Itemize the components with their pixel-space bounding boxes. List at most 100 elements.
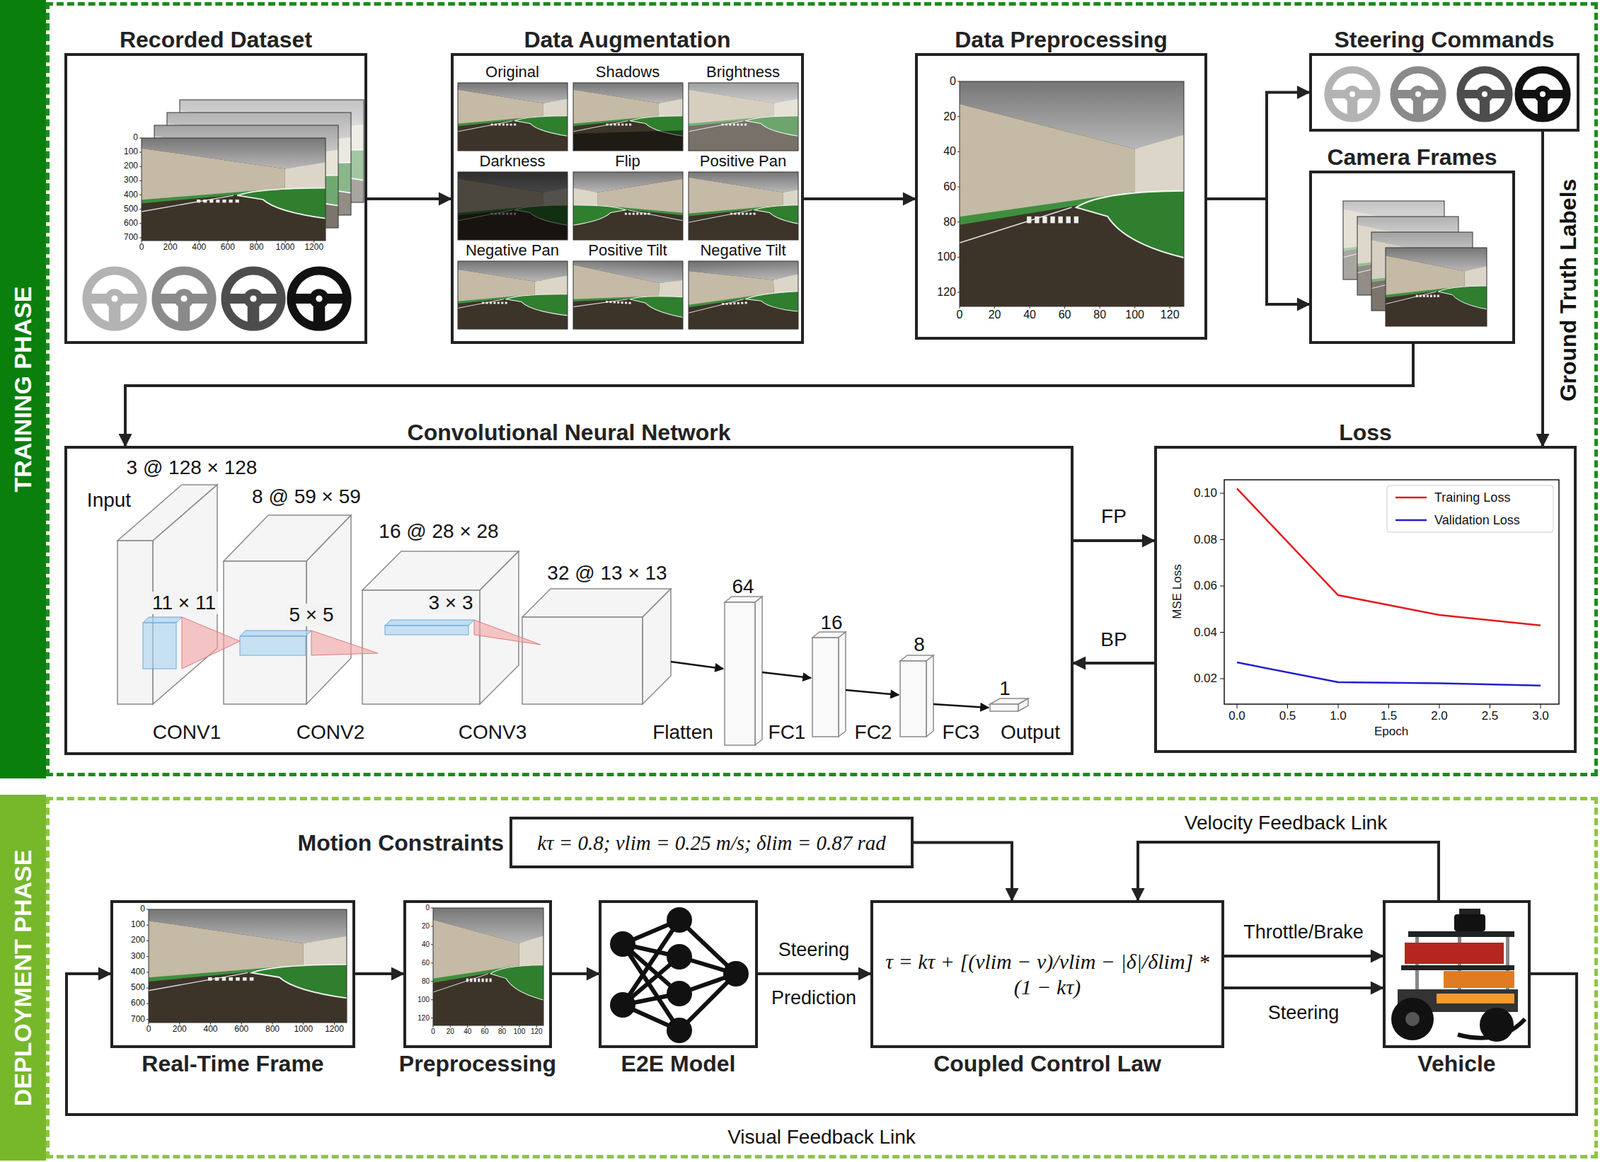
figure-part (573, 261, 683, 330)
figure-part (522, 617, 643, 705)
figure-part (1460, 70, 1510, 119)
process-box: Vehicle (1382, 900, 1531, 1049)
figure-part (534, 273, 569, 296)
figure-part (222, 977, 227, 981)
axis-label: 400 (123, 190, 138, 201)
flow-arrow (757, 972, 871, 976)
figure-part (1476, 85, 1494, 103)
figure-part (643, 213, 647, 216)
axis-tick (1219, 493, 1225, 494)
figure-part (505, 302, 508, 305)
road-scene (1385, 247, 1487, 327)
axis-tick (1169, 306, 1171, 309)
figure-part (174, 288, 194, 309)
axis-label: 120 (417, 1014, 430, 1023)
figure-part (647, 213, 650, 216)
steering-wheel-icon (155, 270, 212, 327)
edge-label: Visual Feedback Link (724, 1125, 919, 1149)
layer-arrow (933, 704, 989, 708)
figure-part (959, 207, 1073, 257)
axis-label: 20 (446, 1027, 455, 1037)
figure-part (141, 137, 326, 241)
axis-label: 0 (949, 75, 957, 88)
axis-tick (1219, 585, 1225, 587)
figure-part (812, 637, 839, 737)
image-frame (141, 137, 326, 241)
figure-part (1134, 121, 1184, 194)
axis-tick (957, 221, 960, 223)
figure-part (1430, 295, 1433, 298)
legend-text: Training Loss (1434, 490, 1511, 506)
box-title: Steering Commands (1333, 26, 1555, 54)
steering-wheel-icon (1460, 70, 1510, 119)
process-box: Recorded Dataset (64, 53, 368, 344)
axis-label: 60 (481, 1027, 489, 1037)
axis-label: 40 (463, 1027, 472, 1037)
image-frame (688, 82, 799, 151)
figure-part (733, 302, 736, 305)
figure-part (666, 907, 693, 933)
axis-label: 80 (943, 215, 957, 229)
figure-part (1415, 91, 1421, 97)
layer-block (812, 631, 846, 737)
figure-part (1026, 216, 1032, 224)
figure-part (688, 210, 753, 226)
axis-label: 1200 (304, 242, 324, 253)
flow-arrow (551, 972, 599, 976)
box-title: Recorded Dataset (119, 26, 313, 54)
process-box: Loss (1154, 445, 1577, 753)
road-scene (141, 137, 326, 241)
axis-label: 600 (123, 218, 138, 229)
figure-part (782, 183, 799, 206)
axis-tick (1489, 704, 1491, 709)
formula-text: kτ = 0.8; vlim = 0.25 m/s; δlim = 0.87 r… (512, 830, 911, 855)
figure-part (148, 909, 347, 1023)
figure-part (285, 156, 326, 189)
figure-part (493, 302, 496, 305)
figure-part (573, 130, 683, 151)
figure-part (489, 978, 492, 983)
figure-part (196, 199, 201, 203)
axis-tick (518, 1025, 520, 1028)
axis-tick (139, 237, 142, 238)
axis-tick (450, 1025, 451, 1028)
axis-label: 100 (936, 250, 957, 264)
layer-label: 11 × 11 (150, 591, 218, 615)
axis-label: 0.04 (1193, 625, 1218, 640)
box-title: Data Augmentation (523, 26, 731, 54)
kernel-symbol (239, 630, 378, 656)
figure-part (1459, 908, 1481, 915)
figure-part (625, 123, 628, 126)
figure-part (104, 288, 125, 309)
axis-label: 200 (172, 1024, 187, 1035)
figure-part (729, 302, 732, 305)
figure-part (457, 171, 568, 240)
axis-label: 300 (130, 951, 146, 962)
figure-part (469, 978, 473, 983)
layer-label: 8 @ 59 × 59 (251, 485, 361, 509)
image-frame (457, 82, 568, 151)
figure-part (242, 977, 247, 981)
figure-part (1404, 942, 1504, 964)
flow-arrow (367, 197, 451, 201)
figure-part (838, 631, 846, 737)
axis-tick (139, 208, 142, 210)
figure-part (235, 977, 240, 981)
figure-part (749, 213, 752, 216)
axis-label: 400 (191, 242, 206, 253)
figure-part (688, 261, 799, 330)
layer-label: 16 (820, 611, 843, 635)
layer-arrow (670, 661, 724, 669)
figure-part (688, 82, 799, 151)
figure-part (203, 199, 207, 203)
layer-label: 5 × 5 (286, 603, 336, 627)
figure-part (142, 617, 182, 623)
axis-tick (959, 306, 961, 309)
figure-part (745, 213, 748, 216)
figure-part (235, 199, 240, 203)
figure-part (302, 929, 347, 966)
box-title: Coupled Control Law (933, 1050, 1162, 1078)
axis-label: 0 (956, 308, 964, 322)
figure-part (688, 82, 799, 151)
figure-part (624, 301, 627, 304)
